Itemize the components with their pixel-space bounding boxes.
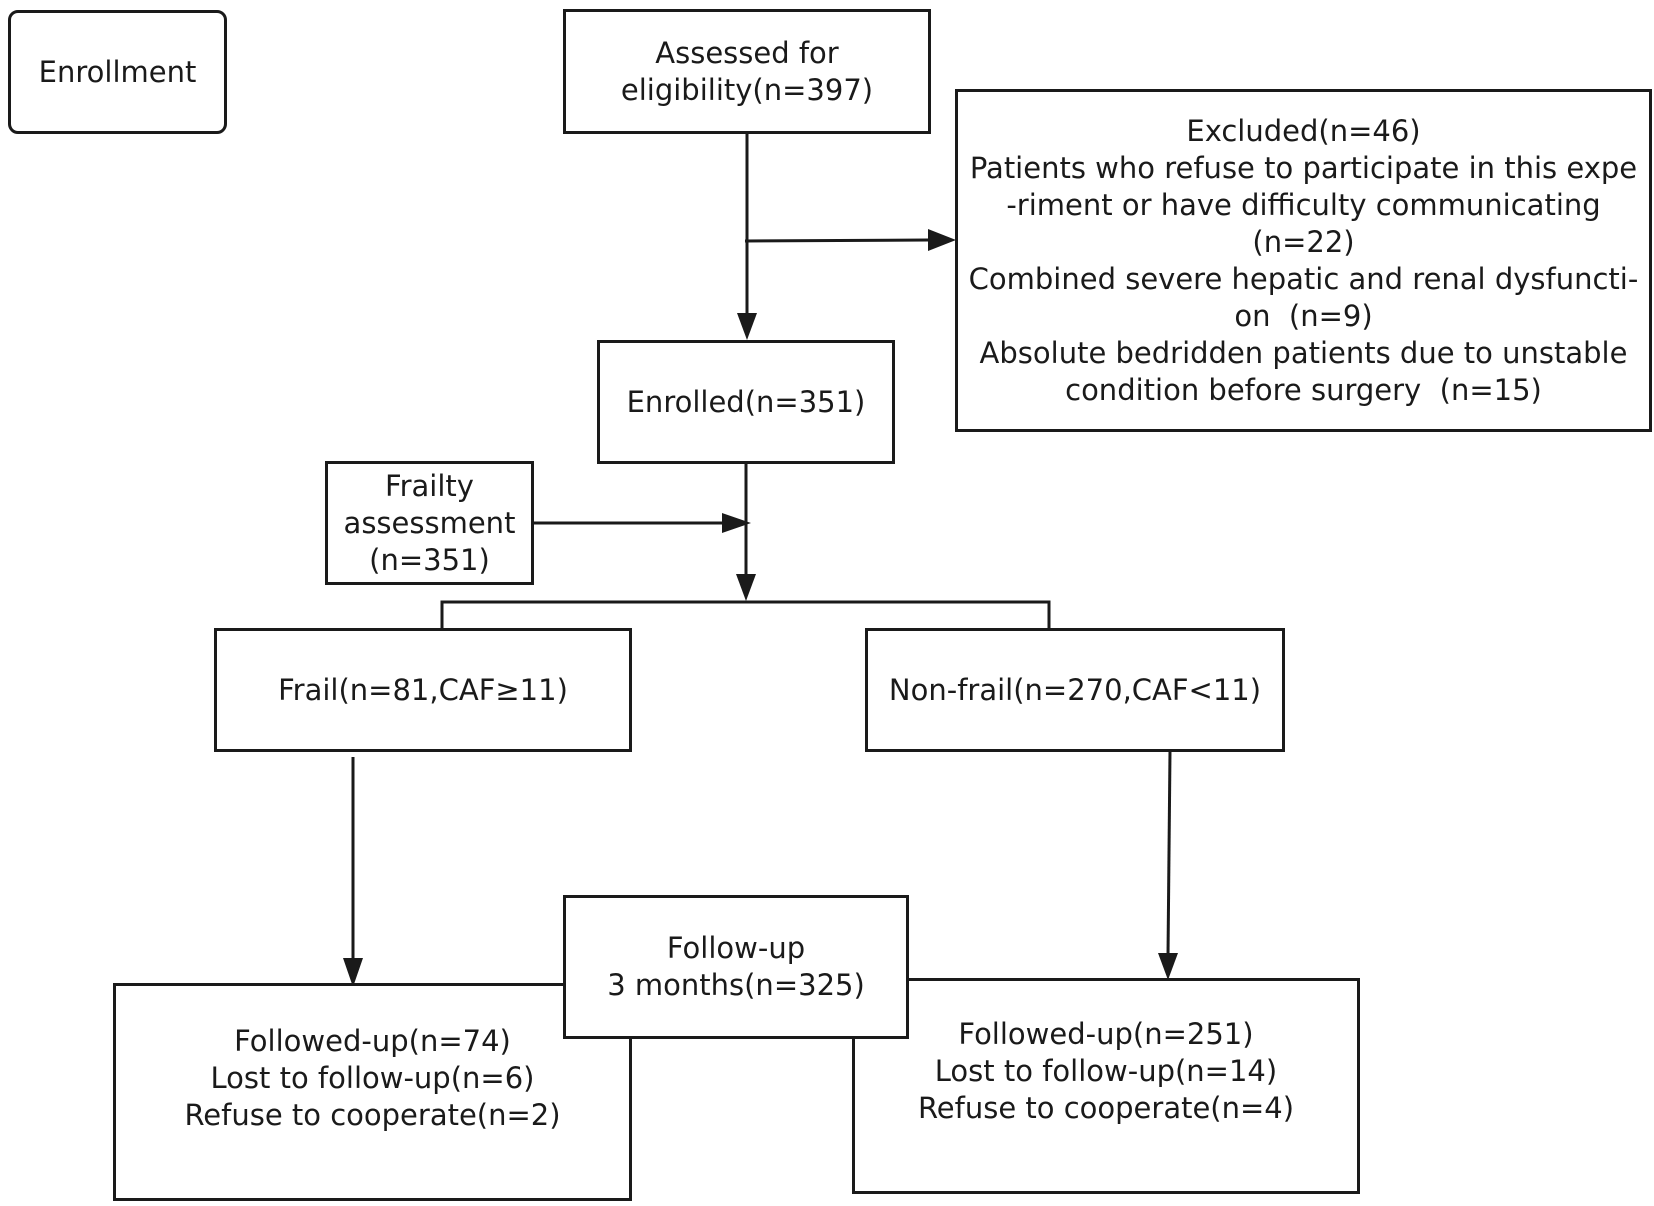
excluded-line-6: on (n=9) bbox=[1234, 298, 1373, 333]
excluded-line-4: (n=22) bbox=[1252, 224, 1355, 259]
non-frail-outcome-line-1: Followed-up(n=251) bbox=[958, 1016, 1254, 1051]
non-frail-outcome-box: Followed-up(n=251) Lost to follow-up(n=1… bbox=[852, 978, 1360, 1194]
enrollment-stage-label: Enrollment bbox=[8, 10, 227, 134]
frailty-assessment-line-1: Frailty bbox=[385, 468, 474, 503]
non-frail-outcome-line-3: Refuse to cooperate(n=4) bbox=[917, 1090, 1295, 1125]
excluded-box: Excluded(n=46) Patients who refuse to pa… bbox=[955, 89, 1652, 432]
enrolled-label: Enrolled(n=351) bbox=[626, 384, 866, 419]
frail-outcome-box: Followed-up(n=74) Lost to follow-up(n=6)… bbox=[113, 983, 632, 1201]
follow-up-box: Follow-up 3 months(n=325) bbox=[563, 895, 909, 1039]
excluded-line-2: Patients who refuse to participate in th… bbox=[969, 150, 1638, 185]
split-bracket bbox=[440, 600, 1051, 629]
non-frail-group-label: Non-frail(n=270,CAF<11) bbox=[888, 672, 1262, 707]
enrollment-stage-text: Enrollment bbox=[38, 54, 197, 89]
frailty-assessment-line-3: (n=351) bbox=[369, 542, 490, 577]
excluded-line-1: Excluded(n=46) bbox=[1186, 113, 1421, 148]
excluded-line-3: -riment or have difficulty communicating bbox=[1006, 187, 1601, 222]
assessed-line-2: eligibility(n=397) bbox=[620, 72, 874, 107]
non-frail-outcome-line-2: Lost to follow-up(n=14) bbox=[934, 1053, 1278, 1088]
frail-outcome-line-2: Lost to follow-up(n=6) bbox=[210, 1060, 535, 1095]
excluded-line-5: Combined severe hepatic and renal dysfun… bbox=[968, 261, 1639, 296]
non-frail-group-box: Non-frail(n=270,CAF<11) bbox=[865, 628, 1285, 752]
arrow-nonfrail-to-outcome bbox=[1166, 750, 1172, 956]
follow-up-line-2: 3 months(n=325) bbox=[607, 968, 865, 1002]
frailty-assessment-line-2: assessment bbox=[343, 505, 516, 540]
frail-outcome-line-3: Refuse to cooperate(n=2) bbox=[184, 1097, 561, 1132]
arrowhead-frailty-assessment bbox=[722, 513, 751, 533]
frail-group-box: Frail(n=81,CAF≥11) bbox=[214, 628, 632, 752]
assessed-line-1: Assessed for bbox=[655, 35, 839, 70]
assessed-eligibility-box: Assessed for eligibility(n=397) bbox=[563, 9, 931, 134]
frail-group-label: Frail(n=81,CAF≥11) bbox=[278, 672, 568, 707]
arrowhead-split bbox=[736, 574, 756, 601]
arrow-to-excluded bbox=[744, 238, 929, 243]
arrowhead-enrolled bbox=[737, 313, 757, 340]
frail-outcome-line-1: Followed-up(n=74) bbox=[234, 1023, 511, 1058]
excluded-line-8: condition before surgery (n=15) bbox=[1065, 372, 1542, 407]
frailty-assessment-box: Frailty assessment (n=351) bbox=[325, 461, 534, 585]
enrolled-box: Enrolled(n=351) bbox=[597, 340, 895, 464]
arrowhead-nonfrail-outcome bbox=[1158, 953, 1178, 980]
excluded-line-7: Absolute bedridden patients due to unsta… bbox=[979, 335, 1628, 370]
arrowhead-excluded bbox=[928, 229, 956, 251]
follow-up-line-1: Follow-up bbox=[666, 931, 806, 965]
